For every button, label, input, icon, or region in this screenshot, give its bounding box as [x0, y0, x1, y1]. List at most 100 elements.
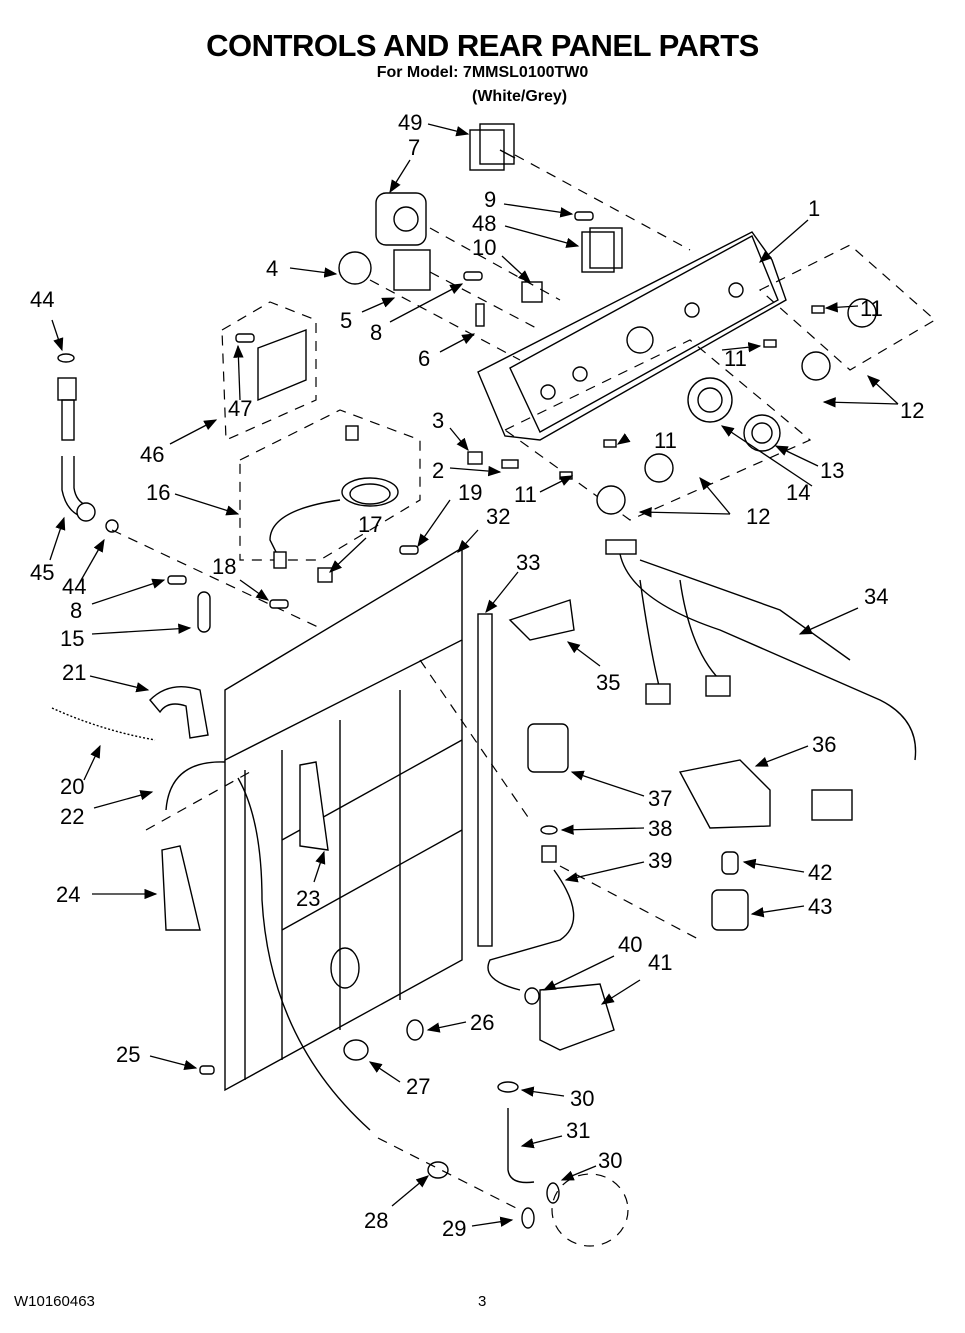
callout-1: 1: [808, 196, 820, 221]
callout-44: 44: [30, 287, 54, 312]
color-note: (White/Grey): [472, 88, 568, 105]
capacitor-42-part[interactable]: [721, 851, 739, 875]
drain-hose-part[interactable]: [237, 777, 371, 1131]
callout-21: 21: [62, 660, 86, 685]
callout-24: 24: [56, 882, 80, 907]
callout-41: 41: [648, 950, 672, 975]
callout-33: 33: [516, 550, 540, 575]
dispenser-41-part[interactable]: [539, 983, 615, 1051]
clamp-29-part[interactable]: [521, 1207, 535, 1229]
clip-11-part[interactable]: [559, 471, 573, 480]
part-10[interactable]: [521, 281, 543, 303]
knob-part[interactable]: [596, 485, 626, 515]
washer-38-part[interactable]: [540, 825, 558, 835]
callout-11: 11: [724, 346, 747, 371]
hose-39-part[interactable]: [487, 845, 575, 991]
callout-13: 13: [820, 458, 844, 483]
plug-26-part[interactable]: [406, 1019, 424, 1041]
callout-6: 6: [418, 346, 430, 371]
callout-16: 16: [146, 480, 170, 505]
callout-28: 28: [364, 1208, 388, 1233]
pressure-switch-4-part[interactable]: [338, 251, 372, 285]
knob-part[interactable]: [801, 351, 831, 381]
callout-35: 35: [596, 670, 620, 695]
clamp-40-part[interactable]: [524, 987, 540, 1005]
callout-27: 27: [406, 1074, 430, 1099]
callout-11: 11: [514, 482, 537, 507]
callout-4: 4: [266, 256, 278, 281]
callout-20: 20: [60, 774, 84, 799]
bracket-24-part[interactable]: [161, 845, 201, 931]
duct-36-part[interactable]: [678, 759, 771, 829]
label-2-part[interactable]: [501, 459, 519, 469]
bracket-3-part[interactable]: [467, 451, 483, 465]
leader-arrows: [49, 123, 899, 1227]
wire-harness-34-part[interactable]: [605, 539, 917, 821]
screw-47-part[interactable]: [235, 333, 255, 343]
callout-11: 11: [860, 296, 883, 321]
callout-46: 46: [140, 442, 164, 467]
callout-18: 18: [212, 554, 236, 579]
hose-22-part[interactable]: [165, 761, 226, 811]
callout-40: 40: [618, 932, 642, 957]
bracket-6-part[interactable]: [475, 303, 485, 327]
callout-22: 22: [60, 804, 84, 829]
callout-29: 29: [442, 1216, 466, 1241]
rear-panel-32-part[interactable]: [224, 546, 463, 1092]
callout-32: 32: [486, 504, 510, 529]
callout-25: 25: [116, 1042, 140, 1067]
clamp-30-part[interactable]: [497, 1081, 519, 1093]
knob-13-part[interactable]: [743, 414, 781, 452]
knob-part[interactable]: [644, 453, 674, 483]
water-valve-37-part[interactable]: [527, 723, 569, 773]
tie-20-part[interactable]: [51, 707, 156, 741]
callout-30: 30: [570, 1086, 594, 1111]
switch-49-part[interactable]: [469, 123, 516, 171]
screw-19-part[interactable]: [399, 545, 419, 555]
timer-7-part[interactable]: [375, 192, 427, 246]
screw-8-part[interactable]: [463, 271, 483, 281]
callout-10: 10: [472, 235, 496, 260]
screw-25-part[interactable]: [199, 1065, 215, 1075]
hose-31-part[interactable]: [507, 1108, 535, 1184]
clip-11-part[interactable]: [763, 339, 777, 348]
callout-42: 42: [808, 860, 832, 885]
strain-relief-17-part[interactable]: [317, 567, 333, 583]
callout-44: 44: [62, 574, 86, 599]
callout-15: 15: [60, 626, 84, 651]
screw-8b-part[interactable]: [167, 575, 187, 585]
clip-11-part[interactable]: [603, 439, 617, 448]
screw-9-part[interactable]: [574, 211, 594, 221]
document-number: W10160463: [14, 1293, 95, 1310]
callout-23: 23: [296, 886, 320, 911]
callout-49: 49: [398, 110, 422, 135]
side-rail-33-part[interactable]: [477, 613, 493, 947]
callout-30: 30: [598, 1148, 622, 1173]
bracket-23-part[interactable]: [299, 761, 329, 851]
cover-46-part[interactable]: [257, 328, 307, 402]
callout-5: 5: [340, 308, 352, 333]
selector-5-part[interactable]: [393, 249, 431, 291]
cover-21-part[interactable]: [149, 686, 209, 739]
switch-48-part[interactable]: [581, 227, 623, 273]
callout-48: 48: [472, 211, 496, 236]
control-console-part[interactable]: [477, 231, 787, 441]
pump-43-part[interactable]: [711, 889, 749, 931]
inlet-hose-45-part[interactable]: [57, 353, 119, 533]
bracket-35-part[interactable]: [508, 599, 575, 641]
callout-31: 31: [566, 1118, 590, 1143]
clip-11-part[interactable]: [811, 305, 825, 314]
callout-36: 36: [812, 732, 836, 757]
callout-43: 43: [808, 894, 832, 919]
clamp-30b-part[interactable]: [546, 1182, 560, 1204]
callout-14: 14: [786, 480, 810, 505]
callout-47: 47: [228, 396, 252, 421]
screw-18-part[interactable]: [269, 599, 289, 609]
callout-11: 11: [654, 428, 677, 453]
callout-8: 8: [70, 598, 82, 623]
callout-38: 38: [648, 816, 672, 841]
page-number: 3: [478, 1293, 487, 1310]
power-cord-16-part[interactable]: [269, 425, 399, 569]
clamp-15-part[interactable]: [197, 591, 211, 633]
clamp-27-part[interactable]: [343, 1039, 369, 1061]
